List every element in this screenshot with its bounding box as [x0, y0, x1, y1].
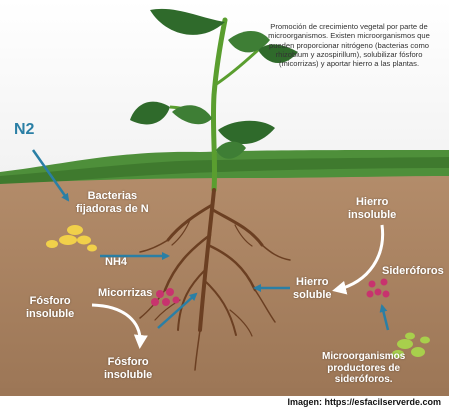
- label-hierro-insoluble: Hierro insoluble: [348, 196, 396, 221]
- leaf-top: [150, 8, 225, 35]
- soil-bottom: [0, 388, 449, 396]
- image-credit: Imagen: https://esfacilserverde.com: [287, 397, 441, 407]
- label-bacterias-fijadoras: Bacterias fijadoras de N: [76, 190, 149, 215]
- siderophore-dots: [366, 278, 390, 298]
- label-hierro-soluble-line2: soluble: [293, 288, 332, 301]
- label-hierro-insoluble-line1: Hierro: [355, 196, 389, 208]
- arrow-hierro-insoluble-to-soluble: [332, 224, 385, 295]
- leaf-top-right: [228, 30, 270, 53]
- label-fosforo-soluble-line1: Fósforo: [107, 356, 149, 368]
- leaf-left: [130, 101, 170, 125]
- label-fosforo-soluble: Fósforo insoluble: [104, 356, 152, 381]
- arrow-n2-to-bacteria: [31, 149, 70, 202]
- label-fosforo-insoluble-line2: insoluble: [26, 307, 75, 320]
- mycorrhiza-spores: [151, 288, 180, 306]
- label-micorrizas: Micorrizas: [98, 287, 153, 299]
- microorganism-cluster: [392, 332, 430, 358]
- label-micro-line2: productores de: [327, 362, 401, 374]
- caption-text: Promoción de crecimiento vegetal por par…: [268, 22, 430, 68]
- grass-highlight: [0, 157, 449, 186]
- leaf-mid-right: [218, 120, 275, 145]
- label-n2: N2: [14, 121, 35, 138]
- label-fosforo-soluble-line2: insoluble: [104, 368, 153, 381]
- leaf-mid-left: [172, 105, 212, 125]
- label-microorganismos: Microorganismos productores de siderófor…: [322, 351, 405, 386]
- leaf-right: [258, 44, 298, 64]
- label-micro-line3: sideróforos.: [334, 374, 393, 385]
- label-nh4: NH4: [105, 256, 128, 268]
- plant-stem-branch-right: [214, 48, 260, 87]
- label-fosforo-insoluble-line1: Fósforo: [29, 295, 71, 307]
- arrow-micorrizas-to-roots: [157, 292, 198, 329]
- leaf-lower-right: [216, 141, 246, 159]
- label-hierro-soluble: Hierro soluble: [293, 276, 332, 301]
- plant-stem: [210, 17, 228, 193]
- soil: [0, 176, 449, 396]
- arrow-micro-to-sideroforos: [379, 304, 390, 331]
- label-fosforo-insoluble: Fósforo insoluble: [26, 295, 74, 320]
- label-bacterias-line1: Bacterias: [87, 190, 138, 202]
- bacteria-cluster: [46, 225, 97, 252]
- label-hierro-soluble-line1: Hierro: [296, 276, 329, 288]
- arrow-fosforo-insoluble-to-soluble: [91, 303, 148, 349]
- label-bacterias-line2: fijadoras de N: [76, 202, 149, 215]
- label-hierro-insoluble-line2: insoluble: [348, 208, 397, 221]
- label-micro-line1: Microorganismos: [322, 351, 406, 362]
- label-sideroforos: Sideróforos: [382, 265, 444, 277]
